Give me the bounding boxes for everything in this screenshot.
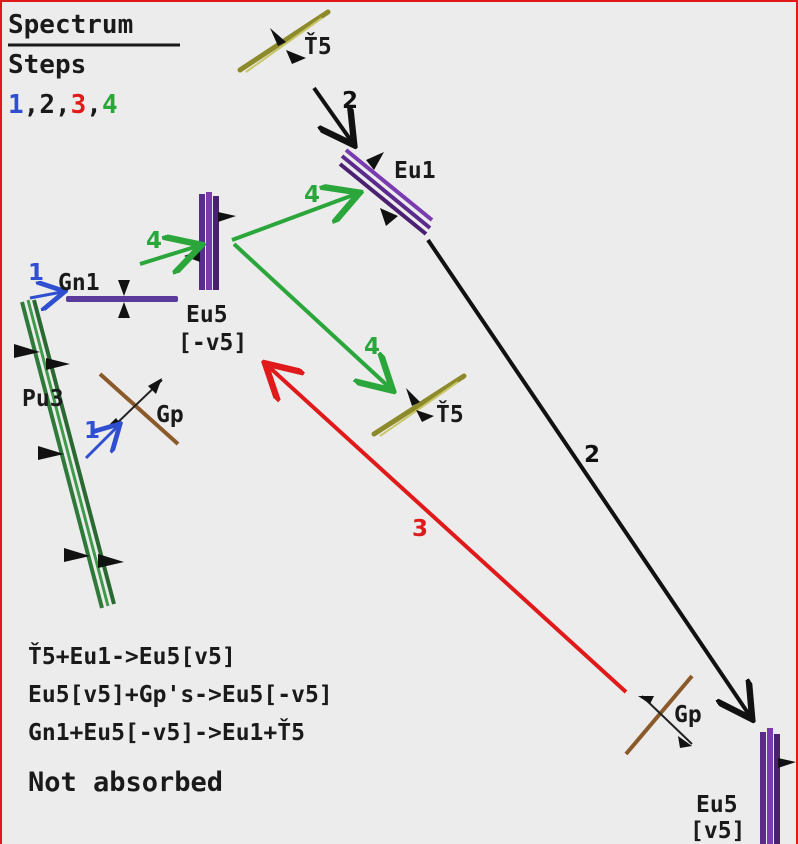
legend-step-3: , bbox=[55, 90, 71, 120]
label-gp-left: Gp bbox=[156, 402, 184, 428]
pu3-glyph bbox=[14, 300, 124, 608]
label-gamma-top: Ť5 bbox=[304, 34, 332, 60]
label-pu3: Pu3 bbox=[22, 386, 64, 412]
legend-step-2: 2 bbox=[39, 90, 55, 120]
label-eu5-neg-state: [-v5] bbox=[178, 330, 247, 356]
label-gp-right: Gp bbox=[674, 702, 702, 728]
arrow-label-step4-in: 4 bbox=[146, 228, 162, 254]
label-eu5-neg-name: Eu5 bbox=[186, 302, 228, 328]
label-gn1: Gn1 bbox=[58, 270, 100, 296]
reaction-1: Ť5+Eu1->Eu5[v5] bbox=[28, 644, 236, 670]
legend-title: Spectrum bbox=[8, 10, 133, 40]
eu5-pos-glyph bbox=[760, 728, 796, 844]
label-gamma-mid: Ť5 bbox=[436, 402, 464, 428]
reaction-2: Eu5[v5]+Gp's->Eu5[-v5] bbox=[28, 682, 333, 708]
legend-step-5: , bbox=[86, 90, 102, 120]
arrow-label-step2-top: 2 bbox=[342, 88, 358, 114]
arrow-label-step2-diag: 2 bbox=[584, 442, 600, 468]
arrow-label-step1-gp: 1 bbox=[84, 418, 100, 444]
label-eu5-pos-name: Eu5 bbox=[696, 792, 738, 818]
arrow-label-step4-down: 4 bbox=[364, 334, 380, 360]
legend-step-0: 1 bbox=[8, 90, 24, 120]
legend-subtitle: Steps bbox=[8, 50, 86, 80]
eu5-neg-glyph bbox=[184, 192, 236, 290]
arrow-label-step3: 3 bbox=[412, 516, 428, 542]
arrow-step4-down bbox=[234, 244, 390, 388]
arrow-step4-up bbox=[232, 194, 356, 240]
legend-steps: 1,2,3,4 bbox=[8, 90, 118, 120]
legend-step-4: 3 bbox=[71, 90, 87, 120]
arrow-label-step4-up: 4 bbox=[304, 182, 320, 208]
arrow-step2-diag bbox=[428, 240, 750, 716]
legend-step-6: 4 bbox=[102, 90, 118, 120]
legend-step-1: , bbox=[24, 90, 40, 120]
label-eu1: Eu1 bbox=[394, 158, 436, 184]
reaction-3: Gn1+Eu5[-v5]->Eu1+Ť5 bbox=[28, 720, 305, 746]
not-absorbed-note: Not absorbed bbox=[28, 768, 223, 798]
label-eu5-pos-state: [v5] bbox=[690, 818, 745, 844]
arrow-label-step1-gn1: 1 bbox=[28, 260, 44, 286]
